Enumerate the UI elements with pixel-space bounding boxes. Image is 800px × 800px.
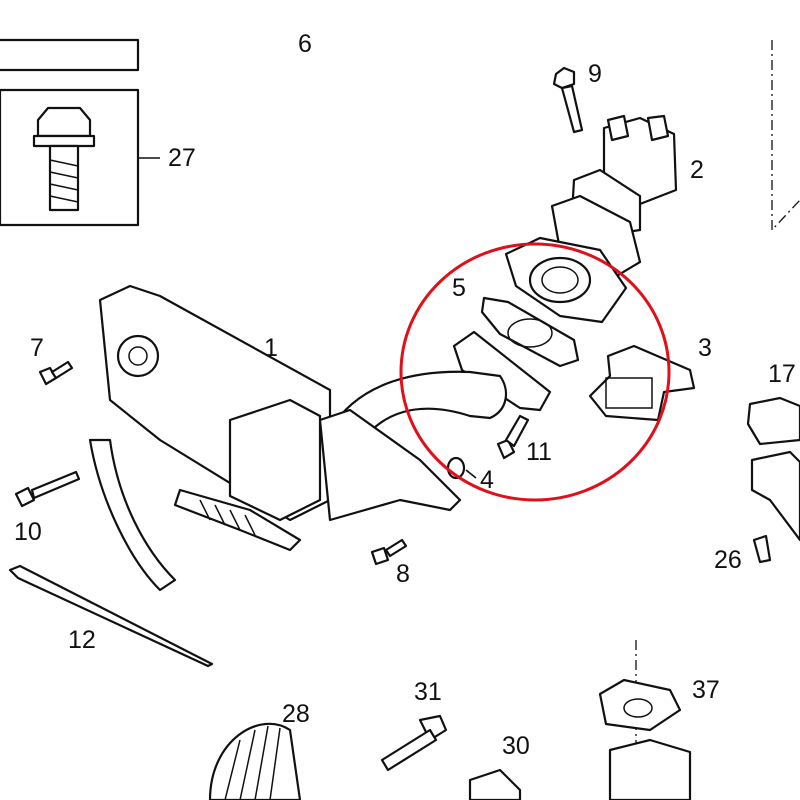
gasket-37 xyxy=(598,678,682,732)
bolt-10 xyxy=(14,470,81,508)
cable-tie-12 xyxy=(8,564,214,668)
inset-box-top xyxy=(0,38,140,72)
part-30 xyxy=(468,768,522,800)
bolt-9 xyxy=(552,66,584,134)
part-28 xyxy=(208,722,302,800)
callout-26: 26 xyxy=(714,546,742,574)
callout-5: 5 xyxy=(452,274,466,302)
egr-cooler-1 xyxy=(88,284,462,592)
part-17 xyxy=(746,396,800,542)
egr-pipe xyxy=(328,330,552,452)
bolt-11 xyxy=(496,414,530,460)
callout-3: 3 xyxy=(698,334,712,362)
callout-6: 6 xyxy=(298,30,312,58)
bolt-7 xyxy=(38,360,74,386)
callout-7: 7 xyxy=(30,334,44,362)
callout-4: 4 xyxy=(480,466,494,494)
callout-12: 12 xyxy=(68,626,96,654)
callout-2: 2 xyxy=(690,156,704,184)
callout-1: 1 xyxy=(264,334,278,362)
callout-37: 37 xyxy=(692,676,720,704)
callout-28: 28 xyxy=(282,700,310,728)
callout-10: 10 xyxy=(14,518,42,546)
bolt-8 xyxy=(370,538,408,566)
egr-valve-2 xyxy=(504,114,678,324)
callout-17: 17 xyxy=(768,360,796,388)
callout-27: 27 xyxy=(168,144,196,172)
stud-31 xyxy=(380,714,448,772)
callout-31: 31 xyxy=(414,678,442,706)
gasket-5 xyxy=(480,296,580,368)
callout-8: 8 xyxy=(396,560,410,588)
callout-30: 30 xyxy=(502,732,530,760)
highlight-circle xyxy=(399,242,671,502)
callout-11: 11 xyxy=(526,438,552,466)
bolt-26 xyxy=(752,534,772,564)
bolt-27 xyxy=(32,106,96,212)
callout-9: 9 xyxy=(588,60,602,88)
